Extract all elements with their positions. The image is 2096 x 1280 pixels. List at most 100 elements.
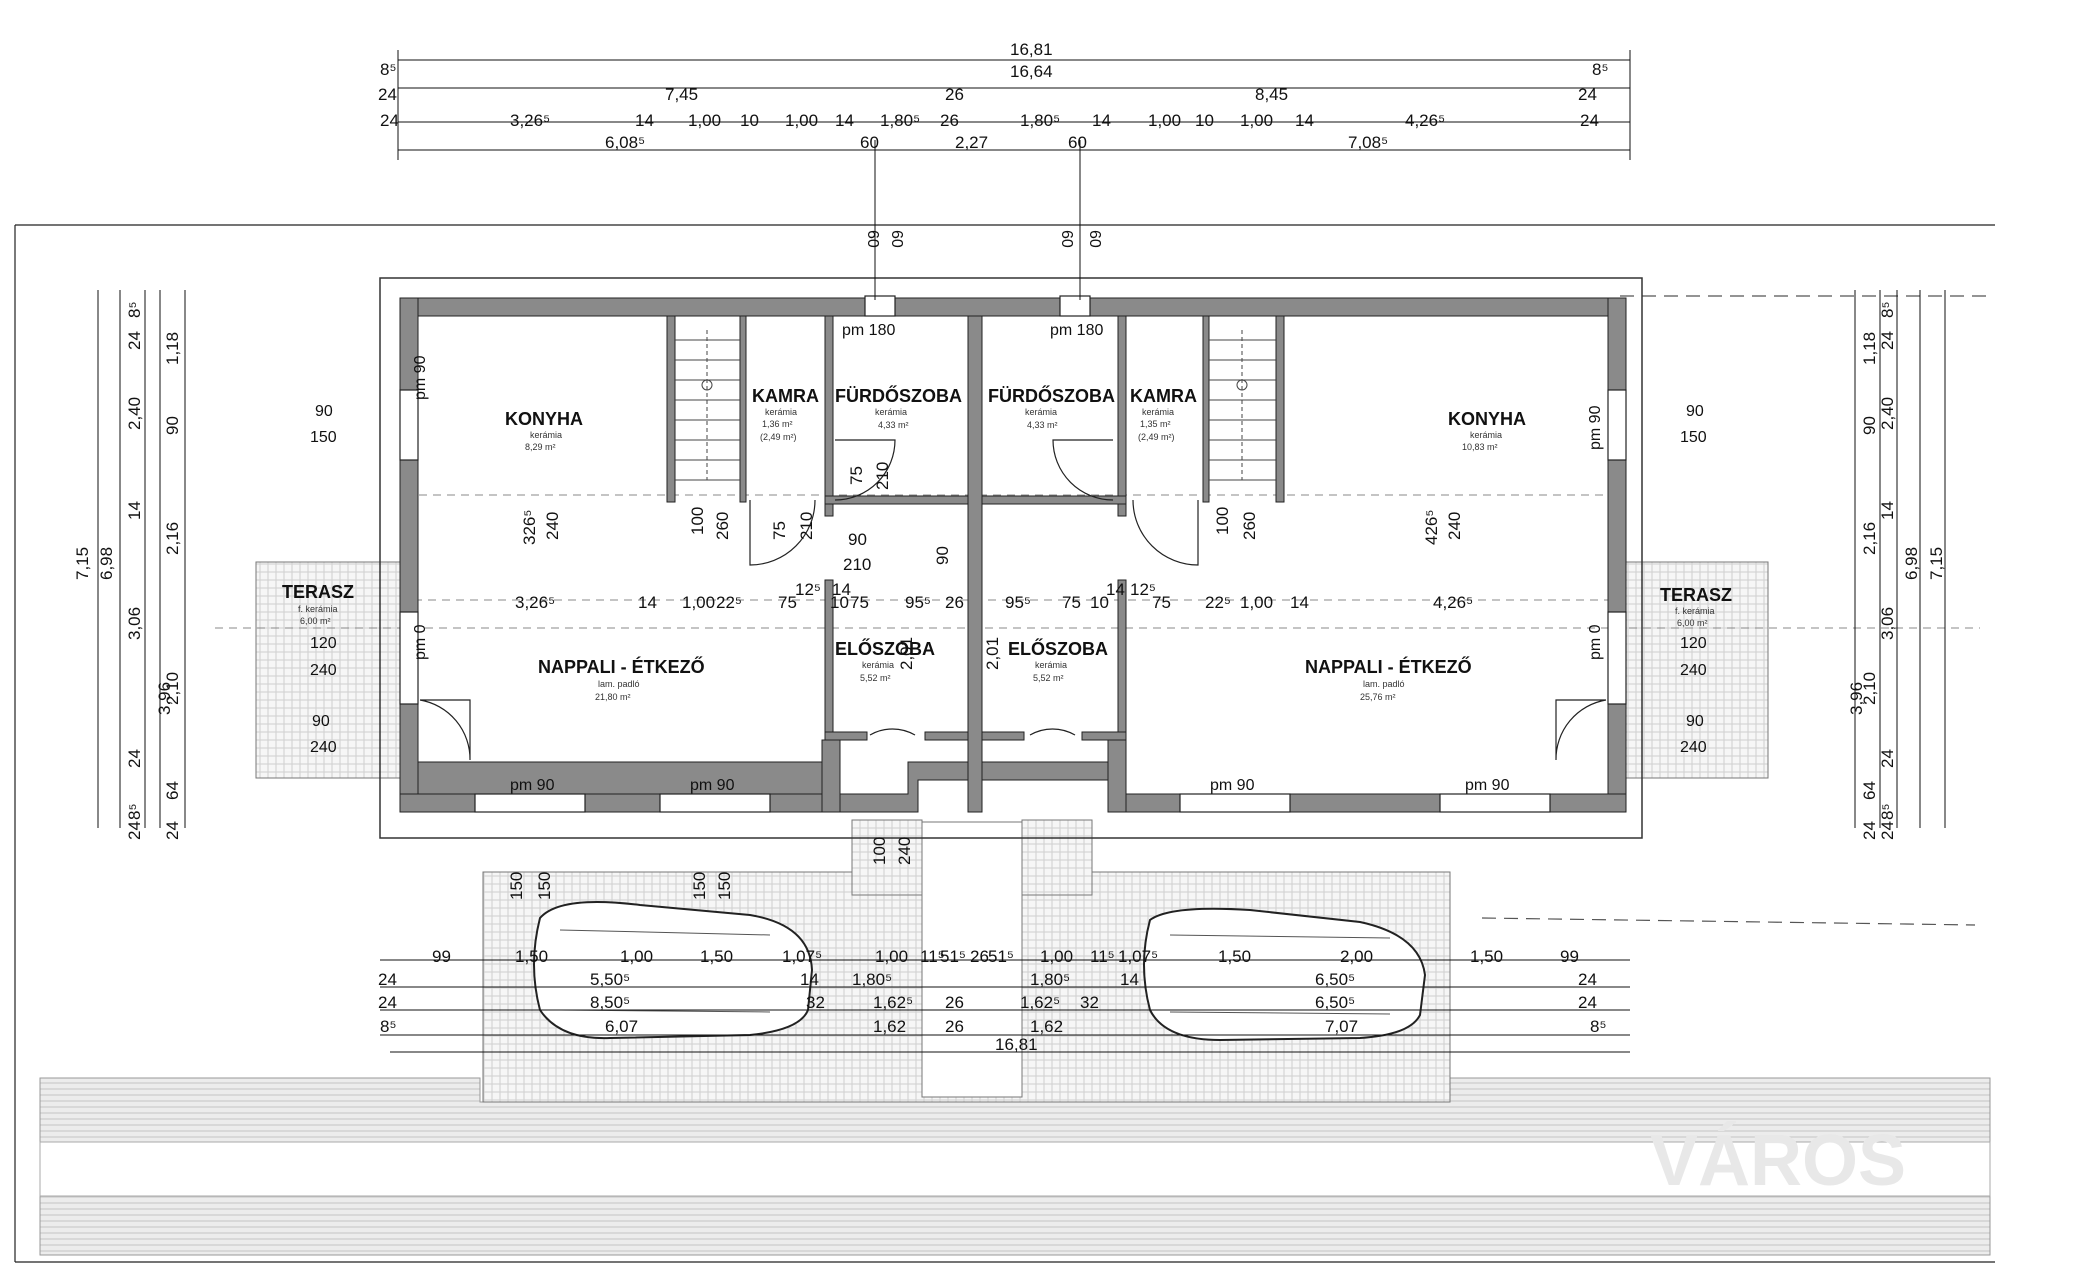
room-area: 21,80 m²	[595, 692, 631, 702]
dim-75r: 75	[778, 593, 797, 612]
dim-240: 240	[1445, 512, 1464, 540]
top-row3-dim: 10	[1195, 111, 1214, 130]
room-finish: lam. padló	[1363, 679, 1405, 689]
top-row3-dim: 14	[835, 111, 854, 130]
terrace-left-90: 90	[312, 713, 330, 730]
room-name: ELŐSZOBA	[1008, 638, 1108, 659]
top-row3-dim: 24	[1580, 111, 1599, 130]
room-name: KAMRA	[1130, 386, 1197, 406]
bottom-row2-dim: 5,50⁵	[590, 970, 630, 989]
side-dim-col5: 90	[1860, 416, 1879, 435]
side-dim-col5: 1,18	[1860, 332, 1879, 365]
car-left	[533, 901, 814, 1040]
bottom-row4-dim: 1,62	[873, 1017, 906, 1036]
top-row4-a: 6,08⁵	[605, 133, 645, 152]
bottom-row1-dim: 2,00	[1340, 947, 1373, 966]
win-right-kitchen-90: 90	[1686, 403, 1704, 420]
room-eloszoba-left: ELŐSZOBA kerámia 5,52 m²	[835, 638, 935, 683]
win-left-kitchen-150: 150	[310, 429, 337, 446]
bottom-row3-dim: 1,62⁵	[1020, 993, 1060, 1012]
terrace-right-240b: 240	[1680, 739, 1707, 756]
window-label-pm180-left: pm 180	[842, 322, 895, 339]
bottom-row3-dim: 24	[1578, 993, 1597, 1012]
side-dim-col4: 2,40	[125, 397, 144, 430]
room-name: KONYHA	[1448, 409, 1526, 429]
bottom-row2-dim: 1,80⁵	[1030, 970, 1070, 989]
side-dim-col4: 8⁵	[1878, 301, 1897, 318]
room-area: 10,83 m²	[1462, 442, 1498, 452]
bottom-dimension-lines	[380, 959, 1630, 1053]
bottom-row3-dim: 6,50⁵	[1315, 993, 1355, 1012]
room-finish: lam. padló	[598, 679, 640, 689]
dim-14: 14	[1106, 580, 1125, 599]
terrace-right	[1617, 561, 1769, 779]
car-right	[1143, 907, 1427, 1042]
win-right-pm0: pm 0	[1587, 624, 1604, 660]
room-name: NAPPALI - ÉTKEZŐ	[538, 656, 705, 677]
interior-walls	[666, 315, 1285, 741]
room-finish: f. kerámia	[1675, 606, 1715, 616]
dim-95: 95⁵	[1005, 593, 1031, 612]
bottom-row4-dim: 8⁵	[1590, 1017, 1607, 1036]
room-terasz-left: TERASZ f. kerámia 6,00 m²	[282, 582, 354, 626]
room-nappali-right: NAPPALI - ÉTKEZŐ lam. padló 25,76 m²	[1305, 656, 1472, 702]
bottom-row3-dim: 26	[945, 993, 964, 1012]
bottom-row2-dim: 24	[378, 970, 397, 989]
bottom-row1-dim: 51⁵	[940, 947, 966, 966]
side-dim-col4: 2,40	[1878, 397, 1897, 430]
room-konyha-left: KONYHA kerámia 8,29 m²	[505, 409, 583, 452]
dim-210: 210	[797, 512, 816, 540]
bottom-row3-dim: 24	[378, 993, 397, 1012]
dim-26: 26	[945, 593, 964, 612]
side-dim-col5: 24	[163, 821, 182, 840]
dim-150b: 150	[535, 872, 554, 900]
side-dim-outer: 6,98	[97, 547, 116, 580]
top-row3-dim: 1,00	[785, 111, 818, 130]
bottom-row3-dim: 32	[806, 993, 825, 1012]
top-row3-dim: 1,80⁵	[880, 111, 920, 130]
top-row4-c: 2,27	[955, 133, 988, 152]
side-dim-col4: 24	[125, 821, 144, 840]
side-dim-col5: 2,16	[163, 522, 182, 555]
room-area: 6,00 m²	[1677, 618, 1708, 628]
bottom-row1-dim: 51⁵	[988, 947, 1014, 966]
window-label-pm180-right: pm 180	[1050, 322, 1103, 339]
room-name: KAMRA	[752, 386, 819, 406]
bottom-row1-dim: 99	[1560, 947, 1579, 966]
top-row2-b: 8,45	[1255, 85, 1288, 104]
room-kamra-right: KAMRA kerámia 1,35 m² (2,49 m²)	[1130, 386, 1197, 442]
win-left-kitchen-90: 90	[315, 403, 333, 420]
dim-75rb: 75	[850, 593, 869, 612]
room-area: 5,52 m²	[1033, 673, 1064, 683]
win-left-pm90: pm 90	[412, 355, 429, 400]
dim-14: 14	[638, 593, 657, 612]
side-dim-outer: 7,15	[1927, 547, 1946, 580]
bottom-row1-dim: 1,50	[700, 947, 733, 966]
side-dim-col4: 24	[1878, 331, 1897, 350]
room-name: TERASZ	[1660, 585, 1732, 605]
bottom-row1-dim: 1,50	[1218, 947, 1251, 966]
top-row4-e: 7,08⁵	[1348, 133, 1388, 152]
top-row3-dim: 26	[940, 111, 959, 130]
dim-95: 95⁵	[905, 593, 931, 612]
building-outline	[379, 277, 1643, 839]
top-row3-dim: 10	[740, 111, 759, 130]
side-dim-outer: 6,98	[1902, 547, 1921, 580]
top-row2-mid: 26	[945, 85, 964, 104]
room-finish: kerámia	[1025, 407, 1057, 417]
dim-22: 22⁵	[716, 593, 742, 612]
terrace-right-120: 120	[1680, 635, 1707, 652]
dim-260: 260	[713, 512, 732, 540]
dim-100r: 1,00	[1240, 593, 1273, 612]
top-row4-d: 60	[1068, 133, 1087, 152]
room-nappali-left: NAPPALI - ÉTKEZŐ lam. padló 21,80 m²	[538, 656, 705, 702]
win-right-pm90: pm 90	[1587, 405, 1604, 450]
bottom-row1-dim: 1,00	[1040, 947, 1073, 966]
top-row2-right: 24	[1578, 85, 1597, 104]
room-name: NAPPALI - ÉTKEZŐ	[1305, 656, 1472, 677]
win-right-kitchen-150: 150	[1680, 429, 1707, 446]
side-dim-col4: 8⁵	[125, 803, 144, 820]
dim-100: 100	[688, 507, 707, 535]
top-row3-dim: 14	[1295, 111, 1314, 130]
